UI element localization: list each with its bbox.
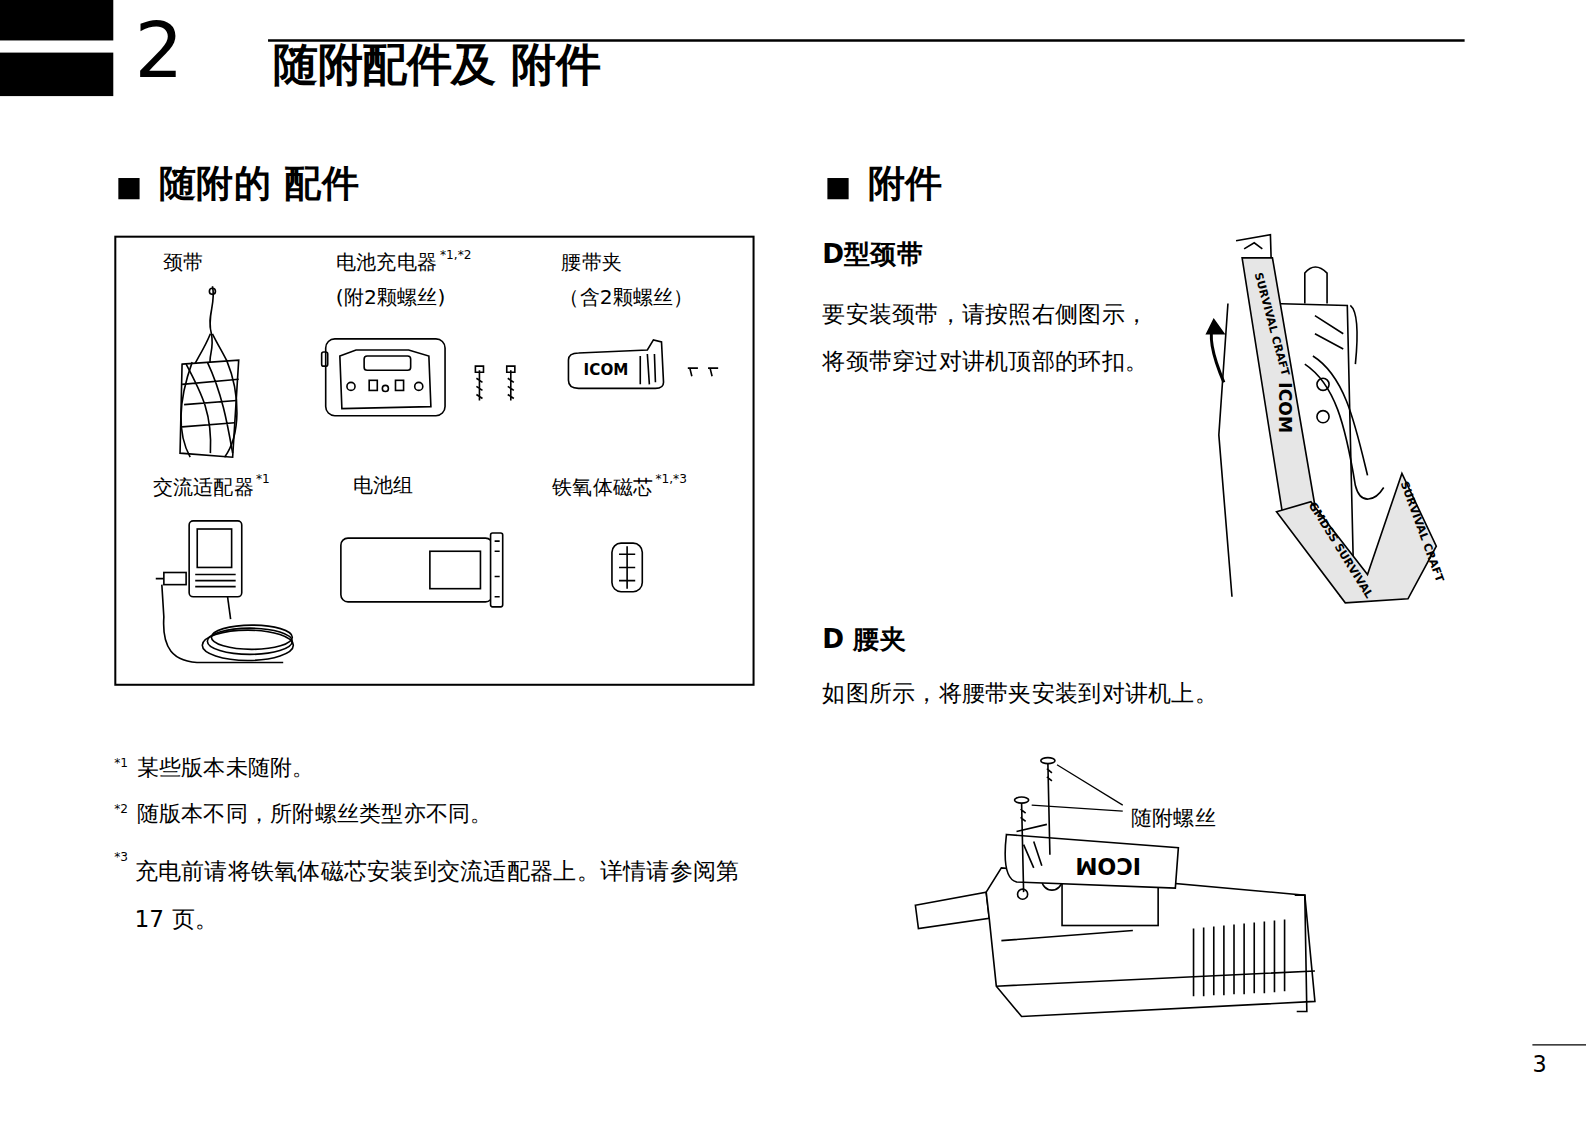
footnote-text: 随版本不同，所附螺丝类型亦不同。 xyxy=(137,801,493,828)
part-name: 电池组 xyxy=(353,472,414,496)
accessory-box: 颈带 电池充电器*1,*2 (附2颗螺丝) 腰带夹 （含2颗螺丝） 交流适配器*1 电池组 铁… xyxy=(114,236,754,686)
part-name: 交流适配器 xyxy=(153,474,254,498)
logo-text: ICOM xyxy=(584,361,629,379)
subheading: D 腰夹 xyxy=(822,624,906,656)
strap-print: SURVIVAL CRAFT xyxy=(1397,479,1446,583)
section-heading: 附件 xyxy=(868,162,943,207)
callout-label: 随附螺丝 xyxy=(1131,806,1216,831)
page-title: 随附配件及 附件 xyxy=(273,38,600,91)
strap-print: SURVIVAL CRAFT xyxy=(1251,271,1291,377)
logo-text: ICOM xyxy=(1274,382,1295,433)
part-note: （含2颗螺丝） xyxy=(559,285,693,309)
body-text: 如图所示，将腰带夹安装到对讲机上。 xyxy=(822,680,1217,708)
chapter-number: 2 xyxy=(135,4,184,96)
footnote-mark: *1 xyxy=(256,472,270,487)
part-note: (附2颗螺丝) xyxy=(336,285,446,309)
part-name: 电池充电器 xyxy=(336,250,437,274)
footnote-text: 充电前请将铁氧体磁芯安装到交流适配器上。详情请参阅第 17 页。 xyxy=(135,848,757,943)
footnote-mark: *2 xyxy=(114,802,128,817)
footnote-text: 某些版本未随附。 xyxy=(137,755,315,782)
footnote-mark: *1,*2 xyxy=(440,248,471,263)
part-name: 铁氧体磁芯 xyxy=(552,474,653,498)
section-heading: 随附的 配件 xyxy=(159,162,359,207)
footnote-mark: *1,*3 xyxy=(655,472,686,487)
footnote-mark: *3 xyxy=(114,850,128,865)
footnote-mark: *1 xyxy=(114,756,128,771)
part-name: 颈带 xyxy=(163,250,203,274)
subheading: D型颈带 xyxy=(822,239,923,271)
body-text: 要安装颈带，请按照右侧图示， 将颈带穿过对讲机顶部的环扣。 xyxy=(822,290,1171,385)
strap-print: GMDSS SURVIVAL xyxy=(1306,500,1376,601)
part-name: 腰带夹 xyxy=(561,250,622,274)
page-number: 3 xyxy=(1532,1052,1546,1079)
logo-text: ICOM xyxy=(1075,851,1141,878)
